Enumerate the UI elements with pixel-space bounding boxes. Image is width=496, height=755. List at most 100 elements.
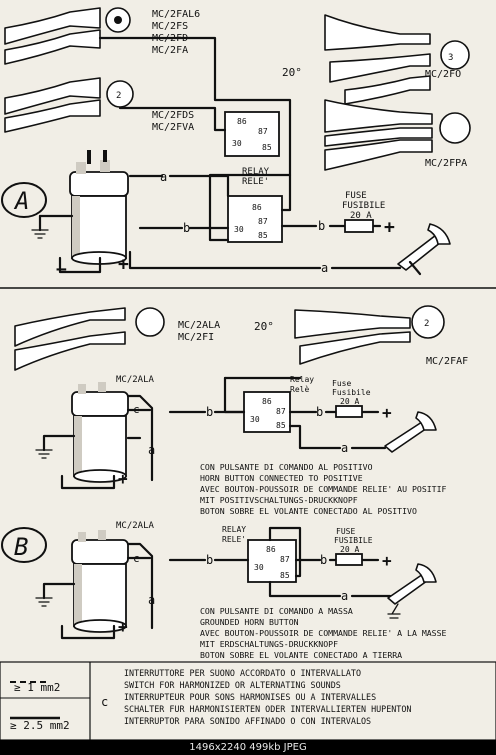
relay-label: RELAY [222, 525, 246, 534]
caption-line: MIT POSITIVSCHALTUNGS-DRUCKKNOPF [200, 495, 358, 505]
relay-a-2: 86 87 30 85 [227, 195, 283, 243]
fuse-label: Fusibile [332, 388, 371, 397]
horn-terminal: 2 [424, 319, 429, 329]
pin-label: 30 [254, 563, 264, 572]
horn-left-1 [4, 7, 131, 65]
legend-line: INTERRUPTEUR POUR SONS HARMONISES OU A I… [124, 692, 376, 702]
wire-a-label: a [321, 261, 328, 275]
relay-b2: 86 87 30 85 [247, 539, 297, 583]
relay-label: Relay [290, 375, 314, 384]
wire-b-label: b [183, 221, 190, 235]
plus-terminal: + [382, 551, 392, 570]
caption-block-b1: CON PULSANTE DI COMANDO AL POSITIVO HORN… [200, 462, 447, 516]
compressor-b2 [71, 530, 129, 633]
pin-label: 87 [258, 127, 268, 136]
pin-label: 85 [276, 421, 286, 430]
caption-block-b2: CON PULSANTE DI COMANDO A MASSA GROUNDED… [200, 606, 447, 660]
wire-size-2: ≥ 2.5 mm2 [10, 719, 70, 732]
horn-mid-left [14, 307, 165, 371]
horn-terminal-2: 2 [116, 91, 121, 101]
image-info-text: 1496x2240 499kb JPEG [189, 742, 307, 753]
pin-label: 30 [234, 225, 244, 234]
fuse-label: FUSIBILE [334, 536, 373, 545]
model-label: MC/2FS [152, 21, 188, 32]
caption-line: BOTON SOBRE EL VOLANTE CONECTADO A TIERR… [200, 650, 402, 660]
model-label: MC/2FO [425, 69, 461, 80]
wire-a-label: a [160, 170, 167, 184]
model-label: MC/2FVA [152, 122, 194, 133]
pin-label: 86 [252, 203, 262, 212]
legend-line: SCHALTER FUR HARMONISIERTEN ODER INTERVA… [124, 704, 411, 714]
horn-right-group-1: 3 [324, 14, 470, 105]
wire-a-label: a [148, 443, 155, 457]
pin-label: 86 [266, 545, 276, 554]
fuse-symbol [335, 553, 363, 566]
caption-line: HORN BUTTON CONNECTED TO POSITIVE [200, 473, 363, 483]
fuse-label: FUSIBILE [342, 201, 385, 211]
image-info-bar: 1496x2240 499kb JPEG [0, 740, 496, 755]
relay-label: RELE' [222, 535, 246, 544]
wire-b-label: b [206, 405, 213, 419]
horn-button-b1 [384, 411, 437, 453]
pin-label: 30 [250, 415, 260, 424]
horn-left-2: 2 [4, 77, 134, 133]
wire-b-label: b [318, 219, 325, 233]
wire-size-1: ≥ 1 mm2 [14, 681, 60, 694]
compressor-b1 [71, 382, 129, 483]
pin-label: 86 [262, 397, 272, 406]
wire-a-label: a [341, 589, 348, 603]
relay-label: RELE' [242, 177, 269, 187]
model-label: MC/2FAF [426, 356, 468, 367]
plus-terminal: + [384, 217, 395, 238]
pin-label: 87 [258, 217, 268, 226]
caption-line: AVEC BOUTON-POUSSOIR DE COMMANDE RELIE' … [200, 628, 447, 638]
plus-terminal: + [118, 254, 129, 275]
legend-c-label: c [101, 695, 108, 709]
pin-label: 85 [262, 143, 272, 152]
plus-terminal: + [382, 403, 392, 422]
relay-a-1: 86 87 30 85 [224, 111, 280, 157]
plus-terminal: + [118, 469, 128, 488]
section-badge-a: A [1, 182, 47, 218]
caption-line: MIT ERDSCHALTUNGS-DRUCKKNOPF [200, 639, 338, 649]
angle-label: 20° [282, 66, 302, 79]
model-label: MC/2FA [152, 45, 188, 56]
fuse-value: 20 A [350, 211, 372, 221]
caption-line: GROUNDED HORN BUTTON [200, 617, 299, 627]
pin-label: 85 [280, 571, 290, 580]
fuse-label: FUSE [336, 527, 355, 536]
fuse-value: 20 A [340, 397, 359, 406]
compressor-a [69, 150, 129, 265]
section-letter: B [14, 533, 28, 561]
plus-terminal: + [118, 617, 128, 636]
pin-label: 30 [232, 139, 242, 148]
pin-label: 87 [276, 407, 286, 416]
wire-b-label: b [320, 553, 327, 567]
model-label: MC/2FPA [425, 158, 467, 169]
fuse-label: Fuse [332, 379, 351, 388]
horn-terminal: 3 [448, 53, 453, 63]
angle-label: 20° [254, 320, 274, 333]
legend-line: SWITCH FOR HARMONIZED OR ALTERNATING SOU… [124, 680, 341, 690]
fuse-symbol [344, 219, 374, 233]
wire-a-label: a [148, 593, 155, 607]
wire-b-label: b [206, 553, 213, 567]
model-label: MC/2FI [178, 332, 214, 343]
pin-label: 85 [258, 231, 268, 240]
caption-line: CON PULSANTE DI COMANDO A MASSA [200, 606, 353, 616]
wire-a-label: a [341, 441, 348, 455]
fuse-label: FUSE [345, 191, 367, 201]
pin-label: 87 [280, 555, 290, 564]
horn-button-b2 [387, 563, 437, 619]
relay-label: RELAY [242, 167, 270, 177]
model-list-left: MC/2FAL6 MC/2FS MC/2FD MC/2FA MC/2FDS MC… [152, 9, 200, 133]
model-label: MC/2FAL6 [152, 9, 200, 20]
model-label: MC/2ALA [116, 521, 155, 531]
horn-mid-right: 2 [294, 305, 445, 365]
model-label: MC/2ALA [178, 320, 220, 331]
wire-b-label: b [316, 405, 323, 419]
relay-b1: 86 87 30 85 [243, 391, 291, 433]
model-label: MC/2FDS [152, 110, 194, 121]
